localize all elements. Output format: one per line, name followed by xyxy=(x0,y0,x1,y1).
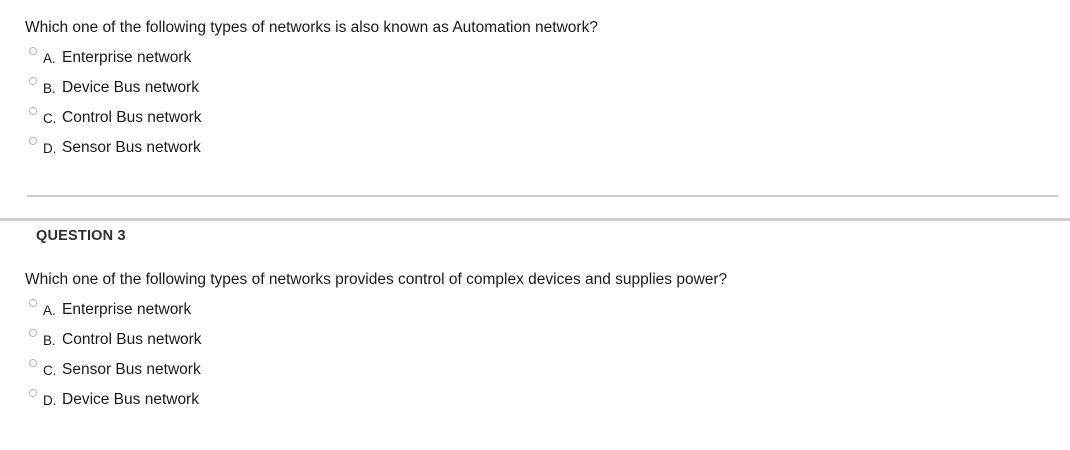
answer-letter: D. xyxy=(43,393,57,408)
answer-text[interactable]: Control Bus network xyxy=(62,109,202,126)
answer-text[interactable]: Device Bus network xyxy=(62,79,199,96)
answer-letter: A. xyxy=(43,51,56,66)
answer-letter: C. xyxy=(43,111,57,126)
answer-text[interactable]: Enterprise network xyxy=(62,301,192,318)
question-prompt-3: Which one of the following types of netw… xyxy=(25,271,728,288)
question-header-3: QUESTION 3 xyxy=(36,228,126,244)
answer-list-3: A. Enterprise network B. Control Bus net… xyxy=(0,296,1070,416)
radio-button-icon[interactable] xyxy=(29,107,37,115)
answer-letter: B. xyxy=(43,81,56,96)
question-prompt-2: Which one of the following types of netw… xyxy=(25,19,598,36)
radio-button-icon[interactable] xyxy=(29,329,37,337)
answer-option-c[interactable]: C. Sensor Bus network xyxy=(0,356,1070,386)
answer-text[interactable]: Control Bus network xyxy=(62,331,202,348)
radio-button-icon[interactable] xyxy=(29,137,37,145)
answer-text[interactable]: Sensor Bus network xyxy=(62,139,201,156)
answer-option-c[interactable]: C. Control Bus network xyxy=(0,104,1070,134)
answer-option-b[interactable]: B. Device Bus network xyxy=(0,74,1070,104)
answer-text[interactable]: Sensor Bus network xyxy=(62,361,201,378)
answer-letter: A. xyxy=(43,303,56,318)
answer-text[interactable]: Enterprise network xyxy=(62,49,192,66)
radio-button-icon[interactable] xyxy=(29,359,37,367)
radio-button-icon[interactable] xyxy=(29,77,37,85)
answer-letter: B. xyxy=(43,333,56,348)
radio-button-icon[interactable] xyxy=(29,47,37,55)
answer-option-b[interactable]: B. Control Bus network xyxy=(0,326,1070,356)
answer-list-2: A. Enterprise network B. Device Bus netw… xyxy=(0,44,1070,164)
question-divider-inset xyxy=(27,195,1058,197)
answer-letter: C. xyxy=(43,363,57,378)
answer-letter: D. xyxy=(43,141,57,156)
answer-option-d[interactable]: D. Device Bus network xyxy=(0,386,1070,416)
radio-button-icon[interactable] xyxy=(29,389,37,397)
radio-button-icon[interactable] xyxy=(29,299,37,307)
answer-option-a[interactable]: A. Enterprise network xyxy=(0,296,1070,326)
answer-option-d[interactable]: D. Sensor Bus network xyxy=(0,134,1070,164)
answer-text[interactable]: Device Bus network xyxy=(62,391,199,408)
answer-option-a[interactable]: A. Enterprise network xyxy=(0,44,1070,74)
question-divider-full xyxy=(0,218,1070,221)
